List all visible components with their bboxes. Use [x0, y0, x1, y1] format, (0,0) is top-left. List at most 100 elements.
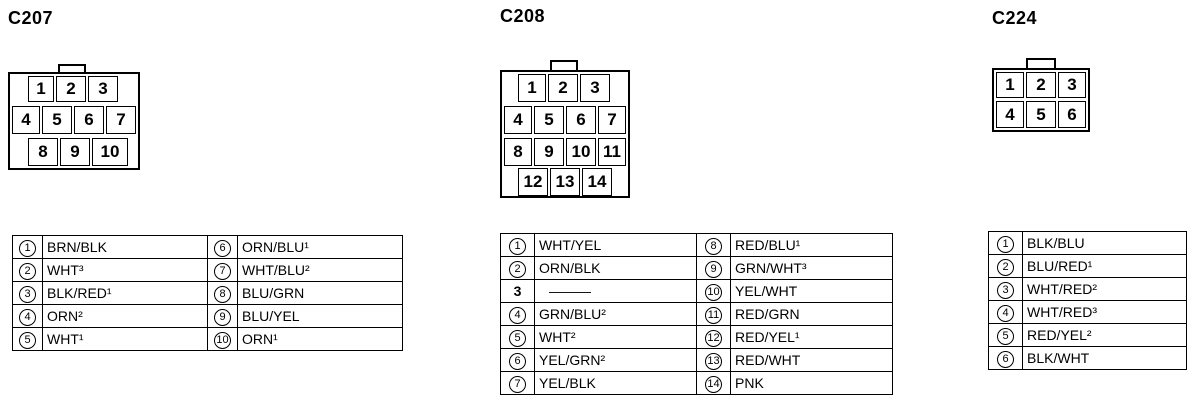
wire-color: GRN/WHT³: [730, 256, 893, 280]
pin-number-badge: 9: [705, 260, 722, 278]
wire-table-c207: 1 BRN/BLK 6 ORN/BLU¹ 2 WHT³ 7 WHT/BLU² 3…: [12, 235, 403, 351]
table-row: 3 WHT/RED²: [988, 277, 1187, 301]
table-row: 6 YEL/GRN² 13 RED/WHT: [500, 348, 893, 372]
wire-color: BLU/GRN: [237, 281, 403, 305]
pin-2: 2: [56, 76, 86, 102]
pin-number-badge: 3: [997, 281, 1014, 299]
connector-latch: [1026, 58, 1056, 68]
pin-6: 6: [566, 106, 596, 134]
table-row: 1 BRN/BLK 6 ORN/BLU¹: [12, 235, 403, 259]
table-row: 3 BLK/RED¹ 8 BLU/GRN: [12, 281, 403, 305]
connector-title-c207: C207: [8, 8, 54, 28]
table-row: 7 YEL/BLK 14 PNK: [500, 371, 893, 395]
table-row: 2 WHT³ 7 WHT/BLU²: [12, 258, 403, 282]
connector-title-c224: C224: [992, 8, 1038, 28]
table-row: 6 BLK/WHT: [988, 346, 1187, 370]
wire-color: ORN/BLK: [534, 256, 697, 280]
pin-4: 4: [12, 106, 40, 134]
pin-5: 5: [1026, 101, 1056, 128]
table-row: 4 ORN² 9 BLU/YEL: [12, 304, 403, 328]
pin-11: 11: [598, 138, 626, 166]
wire-color: WHT/BLU²: [237, 258, 403, 282]
wire-color: WHT/RED³: [1022, 300, 1187, 324]
pin-number-badge: 8: [705, 237, 722, 255]
wire-color: ———: [534, 279, 697, 303]
pin-1: 1: [28, 76, 54, 102]
pin-1: 1: [996, 72, 1024, 98]
pin-2: 2: [1026, 72, 1056, 98]
wire-table-c224: 1 BLK/BLU 2 BLU/RED¹ 3 WHT/RED² 4 WHT/RE…: [988, 231, 1187, 370]
wire-color: BLK/BLU: [1022, 231, 1187, 255]
table-row: 2 ORN/BLK 9 GRN/WHT³: [500, 256, 893, 280]
pin-number-badge: 11: [705, 306, 722, 324]
pin-7: 7: [598, 106, 626, 134]
pin-2: 2: [548, 74, 578, 102]
table-row: 5 WHT² 12 RED/YEL¹: [500, 325, 893, 349]
table-row: 4 GRN/BLU² 11 RED/GRN: [500, 302, 893, 326]
wire-color: ORN/BLU¹: [237, 235, 403, 259]
pin-10: 10: [92, 138, 128, 166]
table-row: 5 WHT¹ 10 ORN¹: [12, 327, 403, 351]
pin-number-badge: 4: [19, 308, 36, 326]
pin-number-badge: 6: [214, 239, 231, 257]
pin-number-badge: 4: [509, 306, 526, 324]
wire-color: RED/WHT: [730, 348, 893, 372]
pin-number-badge: 6: [509, 352, 526, 370]
pin-number-badge: 5: [509, 329, 526, 347]
pin-number-badge: 2: [997, 258, 1014, 276]
wire-color: WHT/YEL: [534, 233, 697, 257]
pin-6: 6: [74, 106, 104, 134]
pin-number-badge: 5: [997, 327, 1014, 345]
wire-color: YEL/GRN²: [534, 348, 697, 372]
wire-color: PNK: [730, 371, 893, 395]
pin-8: 8: [28, 138, 58, 166]
connector-latch: [550, 60, 578, 70]
table-row: 4 WHT/RED³: [988, 300, 1187, 324]
pin-3: 3: [88, 76, 118, 102]
table-row: 3 ——— 10 YEL/WHT: [500, 279, 893, 303]
pin-number-badge: 1: [19, 239, 36, 257]
pin-12: 12: [518, 168, 548, 196]
pin-number-badge: 7: [509, 375, 526, 393]
table-row: 2 BLU/RED¹: [988, 254, 1187, 278]
wire-color: ORN¹: [237, 327, 403, 351]
pin-number-badge: 2: [19, 262, 36, 280]
wire-color: BLK/RED¹: [42, 281, 208, 305]
pin-number-badge: 4: [997, 304, 1014, 322]
wire-color: BLU/YEL: [237, 304, 403, 328]
connector-face-c208: 1 2 3 4 5 6 7 8 9 10 11 12 13 14: [500, 60, 630, 198]
wire-color: ORN²: [42, 304, 208, 328]
connector-face-c207: 1 2 3 4 5 6 7 8 9 10: [8, 64, 140, 170]
wire-color: WHT²: [534, 325, 697, 349]
wire-color: WHT/RED²: [1022, 277, 1187, 301]
connector-latch: [58, 64, 86, 74]
wire-color: RED/GRN: [730, 302, 893, 326]
wire-color: BLK/WHT: [1022, 346, 1187, 370]
pin-8: 8: [504, 138, 532, 166]
pin-number-badge: 6: [997, 350, 1014, 368]
wire-color: BLU/RED¹: [1022, 254, 1187, 278]
table-row: 1 WHT/YEL 8 RED/BLU¹: [500, 233, 893, 257]
pin-number-badge: 1: [509, 237, 526, 255]
wire-color: WHT³: [42, 258, 208, 282]
pin-number-badge: 1: [997, 235, 1014, 253]
pin-number-badge: 8: [214, 285, 231, 303]
connector-face-c224: 1 2 3 4 5 6: [992, 58, 1090, 132]
pin-3: 3: [1058, 72, 1086, 98]
pin-number-badge: 2: [509, 260, 526, 278]
pin-number-badge: 10: [705, 283, 722, 301]
pin-number-badge: 9: [214, 308, 231, 326]
pin-14: 14: [582, 168, 612, 196]
pin-number-badge: 7: [214, 262, 231, 280]
pin-4: 4: [996, 101, 1024, 128]
wire-color: RED/YEL¹: [730, 325, 893, 349]
table-row: 1 BLK/BLU: [988, 231, 1187, 255]
pin-number-badge: 10: [214, 331, 231, 349]
wire-color: YEL/WHT: [730, 279, 893, 303]
wire-color: WHT¹: [42, 327, 208, 351]
wire-color: BRN/BLK: [42, 235, 208, 259]
wire-color: RED/YEL²: [1022, 323, 1187, 347]
wire-table-c208: 1 WHT/YEL 8 RED/BLU¹ 2 ORN/BLK 9 GRN/WHT…: [500, 233, 893, 395]
pin-6: 6: [1058, 101, 1086, 128]
pin-5: 5: [534, 106, 564, 134]
